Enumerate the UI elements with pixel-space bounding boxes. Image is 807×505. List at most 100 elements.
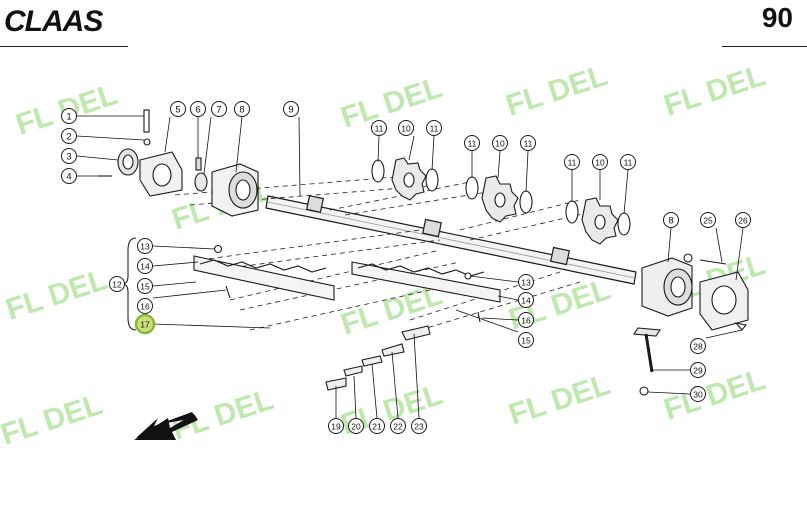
callout-4[interactable]: 4 [61, 168, 77, 184]
callout-label: 2 [66, 132, 71, 143]
header-rule-right [722, 46, 807, 47]
watermark-text: FL DEL [505, 368, 615, 432]
callout-30[interactable]: 30 [690, 386, 706, 402]
callout-25[interactable]: 25 [700, 212, 716, 228]
leader-line-8 [667, 227, 672, 263]
leader-line-5 [164, 116, 171, 153]
callout-17[interactable]: 17 [134, 313, 156, 335]
callout-circle [234, 101, 250, 117]
callout-label: 8 [239, 105, 244, 116]
callout-label: 3 [66, 152, 71, 163]
callout-10[interactable]: 10 [398, 120, 414, 136]
callout-5[interactable]: 5 [170, 101, 186, 117]
callout-26[interactable]: 26 [735, 212, 751, 228]
callout-label: 25 [703, 216, 713, 226]
leader-line-11 [377, 135, 380, 163]
callout-3[interactable]: 3 [61, 148, 77, 164]
callout-10[interactable]: 10 [492, 135, 508, 151]
brand-text: CLAAS [4, 5, 103, 38]
callout-label: 14 [521, 296, 531, 306]
leader-line-11 [525, 150, 529, 193]
callout-10[interactable]: 10 [592, 154, 608, 170]
leader-line-3 [76, 155, 119, 161]
callout-14[interactable]: 14 [137, 258, 153, 274]
leader-line-13 [152, 245, 216, 250]
callout-label: 29 [693, 366, 703, 376]
callout-circle [170, 101, 186, 117]
callout-16[interactable]: 16 [137, 298, 153, 314]
callout-circle [134, 313, 156, 335]
callout-8[interactable]: 8 [663, 212, 679, 228]
callout-circle [735, 212, 751, 228]
callout-circle [61, 108, 77, 124]
callout-label: 14 [140, 262, 150, 272]
leader-line-2 [76, 135, 145, 141]
sprocket-group [371, 157, 631, 245]
callout-21[interactable]: 21 [369, 418, 385, 434]
callout-8[interactable]: 8 [234, 101, 250, 117]
callout-circle [369, 418, 385, 434]
callout-circle [518, 332, 534, 348]
callout-9[interactable]: 9 [283, 101, 299, 117]
callout-11[interactable]: 11 [426, 120, 442, 136]
callout-label: 1 [66, 112, 71, 123]
callout-13[interactable]: 13 [518, 274, 534, 290]
callout-7[interactable]: 7 [211, 101, 227, 117]
callout-16[interactable]: 16 [518, 312, 534, 328]
callout-circle [663, 212, 679, 228]
leader-line-20 [353, 375, 357, 419]
callout-label: 20 [351, 422, 361, 432]
callout-29[interactable]: 29 [690, 362, 706, 378]
callout-circle [411, 418, 427, 434]
callout-label: 22 [393, 422, 403, 432]
callout-label: 11 [468, 139, 477, 149]
leader-line-14 [152, 261, 199, 267]
callout-circle [592, 154, 608, 170]
callout-23[interactable]: 23 [411, 418, 427, 434]
callout-circle [690, 338, 706, 354]
watermark-text: FL DEL [2, 263, 112, 327]
callout-label: 11 [624, 158, 633, 168]
callout-circle [690, 386, 706, 402]
callout-11[interactable]: 11 [520, 135, 536, 151]
callout-14[interactable]: 14 [518, 292, 534, 308]
watermark-text: FL DEL [502, 59, 612, 123]
callout-13[interactable]: 13 [137, 238, 153, 254]
callout-label: 11 [430, 124, 439, 134]
callout-11[interactable]: 11 [564, 154, 580, 170]
callout-2[interactable]: 2 [61, 128, 77, 144]
callout-circle [518, 312, 534, 328]
watermark-text: FL DEL [660, 363, 770, 427]
leader-line-16 [481, 317, 519, 321]
callout-label: 16 [140, 302, 150, 312]
callout-11[interactable]: 11 [620, 154, 636, 170]
left-bearing-assembly [98, 109, 259, 217]
callout-20[interactable]: 20 [348, 418, 364, 434]
callout-label: 11 [524, 139, 533, 149]
callout-15[interactable]: 15 [518, 332, 534, 348]
callout-6[interactable]: 6 [190, 101, 206, 117]
leader-line-25 [715, 227, 723, 263]
callout-label: 10 [401, 124, 411, 134]
callout-label: 10 [595, 158, 605, 168]
callout-28[interactable]: 28 [690, 338, 706, 354]
callout-circle [109, 276, 125, 292]
callout-11[interactable]: 11 [464, 135, 480, 151]
callout-15[interactable]: 15 [137, 278, 153, 294]
header-rule-left [0, 46, 128, 47]
callout-label: 19 [331, 422, 341, 432]
callout-11[interactable]: 11 [371, 120, 387, 136]
callout-19[interactable]: 19 [328, 418, 344, 434]
callout-label: 13 [140, 242, 150, 252]
callout-12[interactable]: 12 [109, 276, 125, 292]
leader-line-11 [623, 169, 629, 215]
leader-line-10 [408, 135, 415, 161]
leader-line-10 [497, 150, 501, 179]
leader-line-14 [497, 295, 519, 301]
callout-1[interactable]: 1 [61, 108, 77, 124]
callout-22[interactable]: 22 [390, 418, 406, 434]
callout-label: 16 [521, 316, 531, 326]
